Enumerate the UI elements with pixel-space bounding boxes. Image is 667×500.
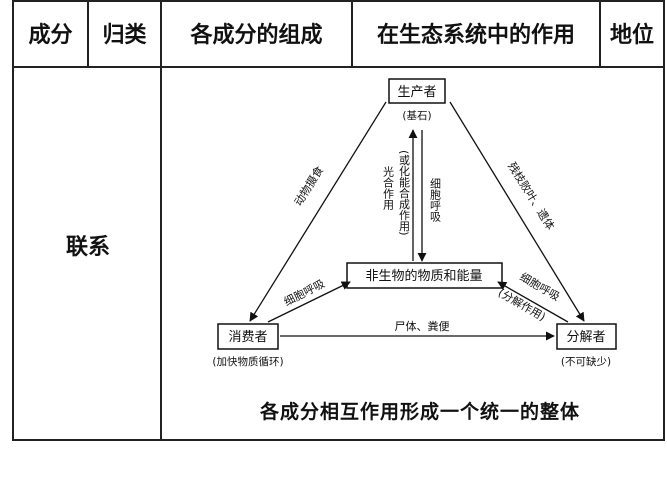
label-excrement: 尸体、粪便 [395,319,450,333]
table-right-border [663,0,665,441]
abiotic-label: 非生物的物质和能量 [365,268,482,284]
header-divider [12,66,665,68]
col-divider-4 [599,0,601,68]
table-bottom-border [12,439,665,441]
header-component: 成分 [28,23,73,48]
decomposer-label: 分解者 [566,330,605,345]
label-animal-feeding: 动物摄食 [291,164,326,209]
producer-box [388,78,446,104]
abiotic-box [346,262,503,289]
header-composition: 各成分的组成 [190,23,323,48]
producer-note: (基石) [402,109,431,122]
col-divider-1 [87,0,89,68]
diagram-canvas: 生产者 (基石) 非生物的物质和能量 消费者 (加快物质循环) 分解者 (不可缺… [212,78,617,368]
table-top-border [12,0,665,2]
decomposer-box [556,323,617,350]
table-left-border [12,0,14,441]
consumer-note: (加快物质循环) [212,355,283,368]
arrow-consumer-to-abiotic [267,281,351,323]
arrow-decomposer-to-abiotic [497,281,569,323]
label-remains: 残枝败叶、遗体 [505,160,558,233]
decomposer-note: (不可缺少) [561,355,611,368]
consumer-box [217,323,279,350]
col-divider-2 [160,0,162,441]
producer-label: 生产者 [397,85,436,100]
conclusion-text: 各成分相互作用形成一个统一的整体 [259,400,580,423]
arrow-producer-to-decomposer [449,101,585,322]
label-producer-respiration: 细胞呼吸 [429,178,442,223]
col-divider-3 [351,0,353,68]
header-category: 归类 [102,23,147,48]
label-photosynthesis-alt: (或化能合成作用) [398,150,411,236]
header-status: 地位 [609,23,654,48]
label-photosynthesis: 光合作用 [382,165,395,211]
arrow-producer-to-consumer [249,101,387,322]
ecosystem-diagram: 生产者 (基石) 非生物的物质和能量 消费者 (加快物质循环) 分解者 (不可缺… [160,68,664,440]
ecosystem-table: 成分 归类 各成分的组成 在生态系统中的作用 地位 联系 [12,0,665,441]
row-label-connection: 联系 [65,235,110,260]
header-role: 在生态系统中的作用 [376,23,575,48]
consumer-label: 消费者 [228,330,267,345]
